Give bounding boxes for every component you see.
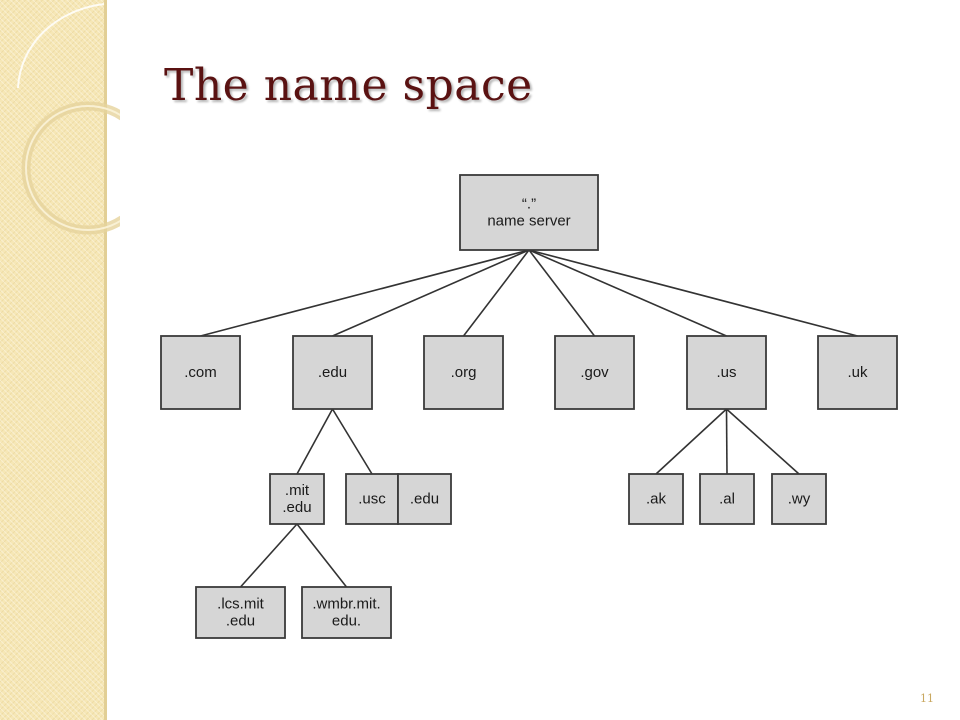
node-edu: .edu bbox=[292, 335, 373, 410]
node-label: .wy bbox=[788, 491, 811, 508]
node-label: .edu bbox=[318, 364, 347, 381]
node-ak: .ak bbox=[628, 473, 684, 525]
node-root: “.”name server bbox=[459, 174, 599, 251]
node-box bbox=[771, 473, 827, 525]
page-number: 11 bbox=[920, 692, 934, 705]
node-label: .us bbox=[716, 364, 736, 381]
node-label: .ak bbox=[646, 491, 667, 508]
node-box bbox=[292, 335, 373, 410]
node-label: .org bbox=[451, 364, 477, 381]
edge-root-edu bbox=[332, 249, 530, 337]
edge-edu-usc bbox=[331, 408, 373, 475]
edge-edu-mitedu bbox=[296, 408, 334, 475]
node-label: .lcs.mit bbox=[217, 596, 264, 613]
node-usc-edu: .edu bbox=[397, 473, 452, 525]
edge-mitedu-wmbr bbox=[296, 523, 348, 588]
edge-root-uk bbox=[528, 249, 858, 337]
slide-title: The name space bbox=[164, 60, 533, 111]
node-al: .al bbox=[699, 473, 755, 525]
node-label: .uk bbox=[847, 364, 868, 381]
node-us: .us bbox=[686, 335, 767, 410]
node-uk: .uk bbox=[817, 335, 898, 410]
node-label: name server bbox=[487, 213, 570, 230]
edge-root-org bbox=[462, 249, 530, 337]
node-label: .edu bbox=[410, 491, 439, 508]
nodes-layer: “.”name server .com .edu .org .gov .us .uk .mit… bbox=[160, 174, 898, 639]
node-gov: .gov bbox=[554, 335, 635, 410]
edge-us-wy bbox=[725, 408, 800, 475]
node-box bbox=[195, 586, 286, 639]
edge-root-us bbox=[528, 249, 727, 337]
node-box bbox=[423, 335, 504, 410]
node-label: .mit bbox=[285, 482, 310, 499]
edge-us-ak bbox=[655, 408, 728, 475]
edge-mitedu-lcs bbox=[239, 523, 298, 588]
node-box bbox=[817, 335, 898, 410]
node-usc: .usc bbox=[345, 473, 399, 525]
sidebar-edge bbox=[104, 0, 107, 720]
node-box bbox=[554, 335, 635, 410]
node-lcs: .lcs.mit.edu bbox=[195, 586, 286, 639]
node-box bbox=[628, 473, 684, 525]
node-label: .edu bbox=[226, 613, 255, 630]
node-label: .usc bbox=[358, 491, 386, 508]
node-mitedu: .mit.edu bbox=[269, 473, 325, 525]
node-box bbox=[301, 586, 392, 639]
node-label: edu. bbox=[332, 613, 361, 630]
node-wy: .wy bbox=[771, 473, 827, 525]
node-box bbox=[345, 473, 399, 525]
node-label: .wmbr.mit. bbox=[312, 596, 380, 613]
edge-us-al bbox=[725, 408, 728, 475]
node-box bbox=[459, 174, 599, 251]
node-box bbox=[160, 335, 241, 410]
node-label: “.” bbox=[522, 196, 536, 213]
edge-root-gov bbox=[528, 249, 596, 337]
node-org: .org bbox=[423, 335, 504, 410]
node-label: .com bbox=[184, 364, 217, 381]
decorative-rings bbox=[17, 3, 120, 235]
edges-layer bbox=[200, 249, 858, 588]
node-box bbox=[269, 473, 325, 525]
node-wmbr: .wmbr.mit.edu. bbox=[301, 586, 392, 639]
edge-root-com bbox=[200, 249, 530, 337]
node-com: .com bbox=[160, 335, 241, 410]
node-box bbox=[397, 473, 452, 525]
node-box bbox=[686, 335, 767, 410]
node-box bbox=[699, 473, 755, 525]
node-label: .al bbox=[719, 491, 735, 508]
node-label: .gov bbox=[580, 364, 609, 381]
node-label: .edu bbox=[282, 499, 311, 516]
